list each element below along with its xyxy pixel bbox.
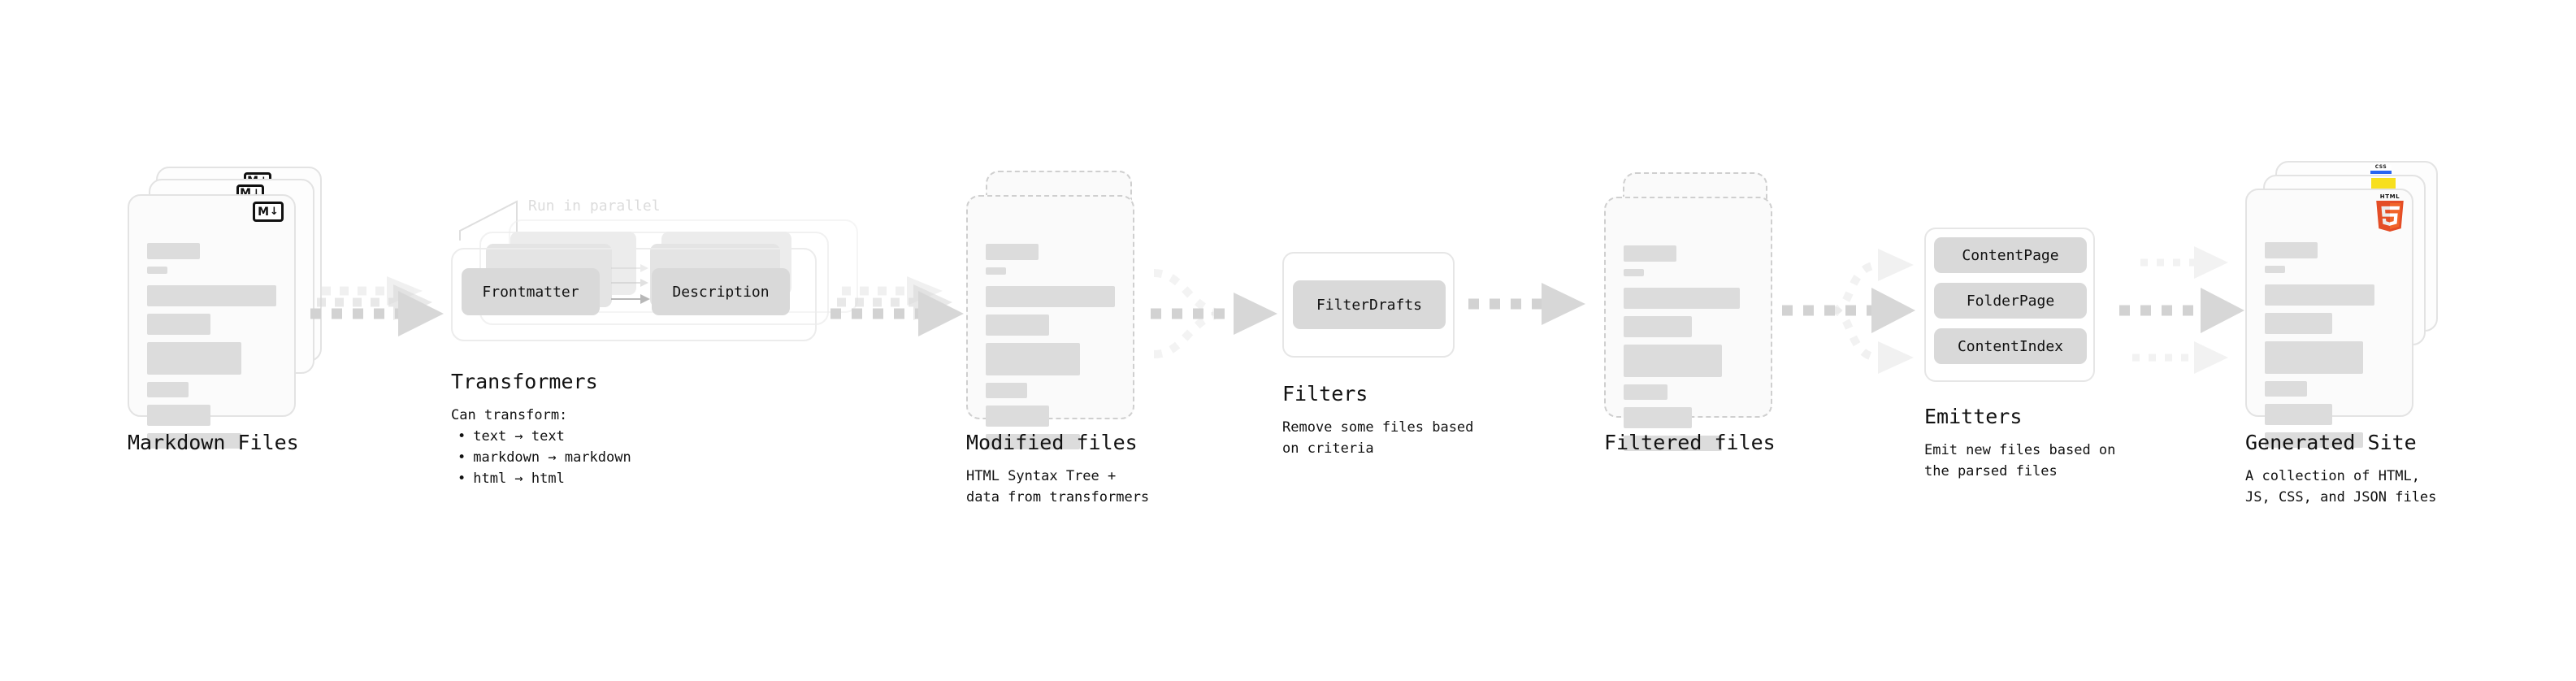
css3-icon-underline [2370, 171, 2392, 174]
markdown-icon-arrow: ↓ [252, 187, 261, 200]
markdown-icon: M↓ [253, 202, 284, 222]
filters-title: Filters [1282, 382, 1368, 406]
modified-files-subtitle-line-0: HTML Syntax Tree + [966, 468, 1117, 484]
html5-icon: HTML [2374, 193, 2405, 232]
run-in-parallel-leader [459, 200, 518, 241]
site-skeleton-bars [2265, 242, 2394, 455]
markdown-files-title: Markdown Files [128, 431, 299, 454]
connector-modified-to-filters [1151, 269, 1277, 358]
filters-subtitle-line-1: on criteria [1282, 440, 1374, 457]
generated-site-subtitle: A collection of HTML, JS, CSS, and JSON … [2245, 466, 2436, 508]
generated-site-subtitle-line-0: A collection of HTML, [2245, 468, 2420, 484]
html5-icon-label: HTML [2379, 193, 2400, 200]
modified-files-title: Modified files [966, 431, 1138, 454]
transformers-subtitle-line-0: Can transform: [451, 407, 568, 423]
markdown-icon-letter: M [258, 205, 270, 219]
css3-icon-label: CSS [2374, 164, 2387, 170]
filtered-doc-front [1604, 197, 1772, 451]
transformers-bullet-0: text → text [451, 426, 631, 447]
filters-subtitle-line-0: Remove some files based [1282, 419, 1474, 436]
filtered-skeleton-bars [1624, 245, 1753, 458]
emitters-subtitle-line-1: the parsed files [1924, 463, 2058, 479]
transformer-container-front [451, 248, 817, 341]
transformers-title: Transformers [451, 370, 598, 393]
transformers-bullet-list: text → text markdown → markdown html → h… [451, 426, 631, 489]
filter-pill-filterdrafts[interactable]: FilterDrafts [1293, 280, 1446, 329]
filters-subtitle: Remove some files based on criteria [1282, 417, 1473, 459]
run-in-parallel-label: Run in parallel [528, 197, 661, 215]
emitter-pill-contentpage[interactable]: ContentPage [1934, 237, 2087, 273]
markdown-doc-front [128, 194, 296, 449]
connector-filtered-to-emitters [1782, 249, 1915, 374]
markdown-icon-arrow: ↓ [270, 206, 279, 218]
connector-markdown-to-transformers [310, 276, 444, 336]
transformer-inner-arrows [611, 264, 650, 304]
generated-site-subtitle-line-1: JS, CSS, and JSON files [2245, 489, 2437, 505]
emitters-title: Emitters [1924, 405, 2023, 428]
connector-emitters-to-site [2119, 246, 2244, 374]
modified-skeleton-bars [986, 244, 1115, 457]
emitters-subtitle-line-0: Emit new files based on [1924, 442, 2116, 458]
filtered-files-title: Filtered files [1604, 431, 1776, 454]
modified-files-subtitle: HTML Syntax Tree + data from transformer… [966, 466, 1149, 508]
transformers-subtitle: Can transform: text → text markdown → ma… [451, 405, 631, 489]
emitters-subtitle: Emit new files based on the parsed files [1924, 440, 2115, 482]
markdown-skeleton-bars [147, 243, 276, 456]
connector-filters-to-filtered [1468, 283, 1585, 325]
css3-icon: CSS [2370, 165, 2392, 176]
connector-transformers-to-modified [830, 276, 964, 336]
modified-files-subtitle-line-1: data from transformers [966, 489, 1150, 505]
transformers-bullet-1: markdown → markdown [451, 447, 631, 468]
transformer-pill-description[interactable]: Description [652, 268, 790, 315]
transformer-pill-frontmatter[interactable]: Frontmatter [462, 268, 600, 315]
emitter-pill-contentindex[interactable]: ContentIndex [1934, 328, 2087, 364]
emitter-pill-folderpage[interactable]: FolderPage [1934, 283, 2087, 319]
transformers-bullet-2: html → html [451, 468, 631, 489]
modified-doc-front [966, 195, 1134, 449]
generated-site-title: Generated Site [2245, 431, 2417, 454]
